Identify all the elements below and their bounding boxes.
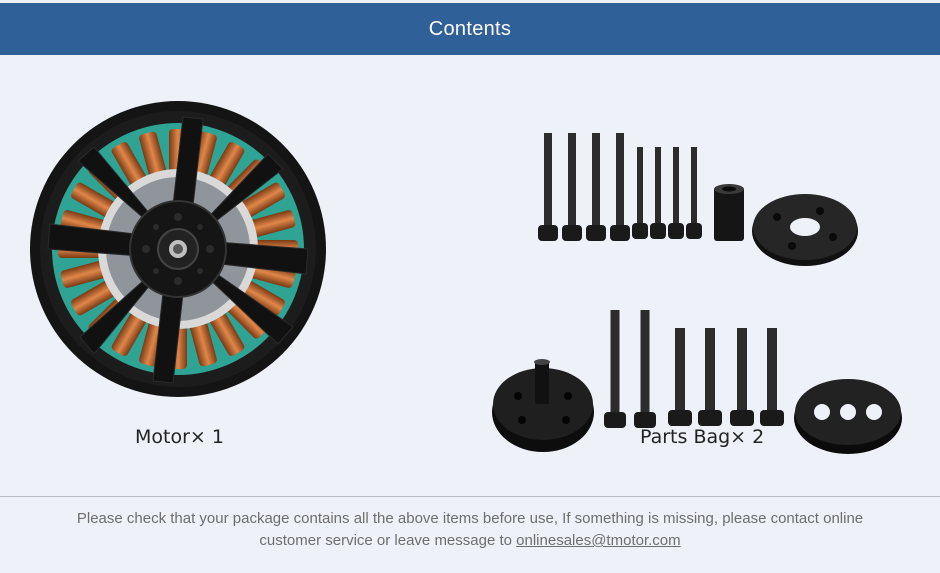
footer-line-2-text: customer service or leave message to	[259, 532, 517, 549]
parts-bag-image	[538, 133, 858, 266]
parts-bag-caption: Parts Bag× 2	[640, 426, 765, 448]
parts-bag-image-2	[492, 310, 902, 454]
divider	[0, 496, 940, 497]
motor-image	[30, 101, 326, 397]
contents-section: Motor× 1 Parts Bag× 2	[0, 55, 940, 496]
footer-line-1: Please check that your package contains …	[76, 510, 864, 527]
footer-line-2: customer service or leave message to onl…	[30, 530, 910, 552]
header-title: Contents	[428, 17, 512, 40]
footer-notice: Please check that your package contains …	[30, 508, 910, 552]
motor-caption: Motor× 1	[135, 426, 224, 448]
page-header: Contents	[0, 3, 940, 55]
email-link[interactable]: onlinesales@tmotor.com	[516, 532, 681, 549]
